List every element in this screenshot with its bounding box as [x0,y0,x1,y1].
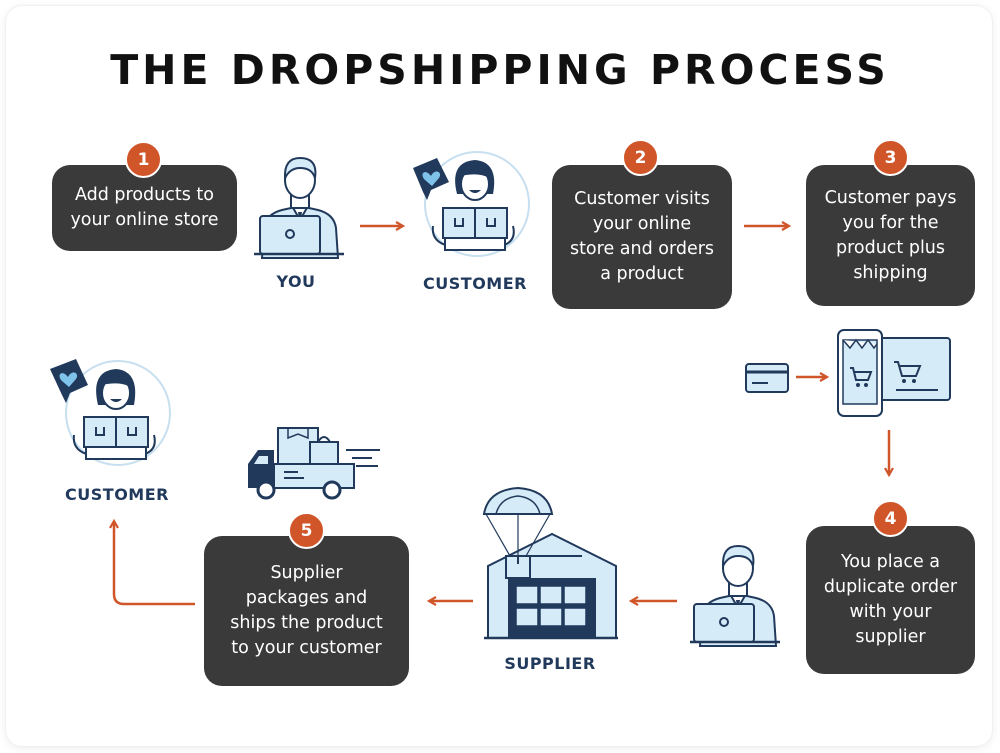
label-customer-top: CUSTOMER [423,274,527,293]
step-box-2: Customer visits your online store and or… [552,165,732,309]
delivery-truck-icon [248,427,380,500]
step-text-3: Customer pays you for the product plus s… [824,187,957,283]
customer-heart-icon [413,151,530,257]
step-box-3: Customer pays you for the product plus s… [806,165,975,306]
label-you: YOU [276,272,316,291]
step-box-4: You place a duplicate order with your su… [806,526,975,674]
label-supplier: SUPPLIER [504,654,596,673]
step-text-4: You place a duplicate order with your su… [823,552,958,647]
credit-card-icon [745,363,789,393]
page-title: THE DROPSHIPPING PROCESS [110,46,890,94]
step-box-5: Supplier packages and ships the product … [204,536,409,686]
shopping-devices-icon [837,329,951,417]
arrow-icon [114,522,195,606]
person-laptop-icon [690,544,780,647]
customer-heart-icon [50,359,171,466]
step-badge-1: 1 [125,141,162,178]
label-customer-left: CUSTOMER [65,485,169,504]
step-text-1: Add products to your online store [70,185,219,230]
step-badge-5: 5 [288,512,325,549]
step-text-2: Customer visits your online store and or… [569,189,715,284]
step-badge-3: 3 [872,139,909,176]
step-box-1: Add products to your online store [52,165,237,251]
step-badge-2: 2 [622,139,659,176]
person-laptop-icon [254,156,344,259]
step-badge-4: 4 [872,500,909,537]
warehouse-parachute-icon [482,486,618,640]
step-text-5: Supplier packages and ships the product … [230,563,383,658]
